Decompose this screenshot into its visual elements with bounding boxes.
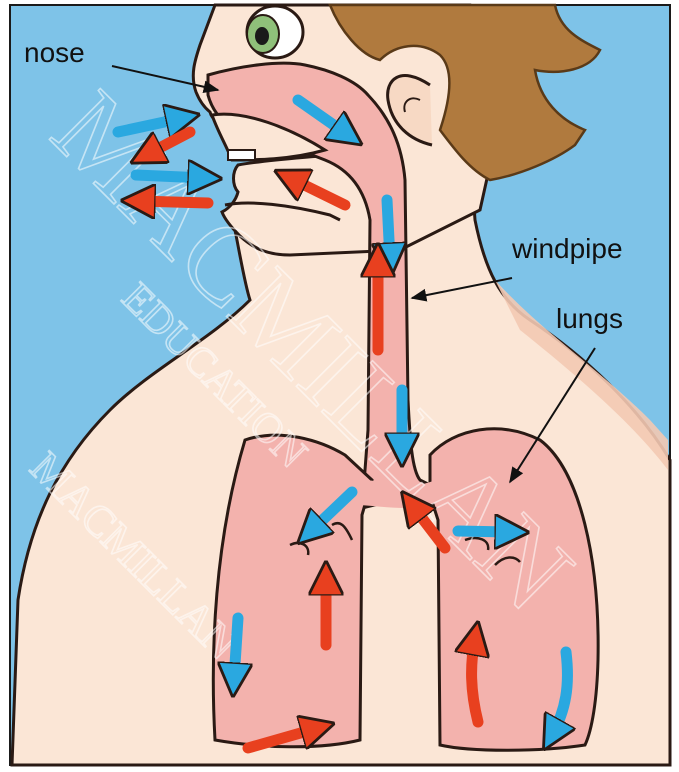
label-windpipe: windpipe	[511, 233, 623, 264]
label-nose: nose	[24, 37, 85, 68]
arrow-in-icon	[458, 531, 512, 532]
tooth	[228, 150, 255, 160]
left-lung	[213, 435, 372, 747]
label-lungs: lungs	[556, 303, 623, 334]
arrow-in-icon	[234, 618, 238, 680]
arrow-in-icon	[387, 200, 390, 260]
arrow-out-icon	[472, 638, 478, 722]
eye-pupil	[255, 27, 269, 45]
arrow-in-icon	[136, 175, 205, 178]
arrow-out-icon	[138, 201, 208, 203]
